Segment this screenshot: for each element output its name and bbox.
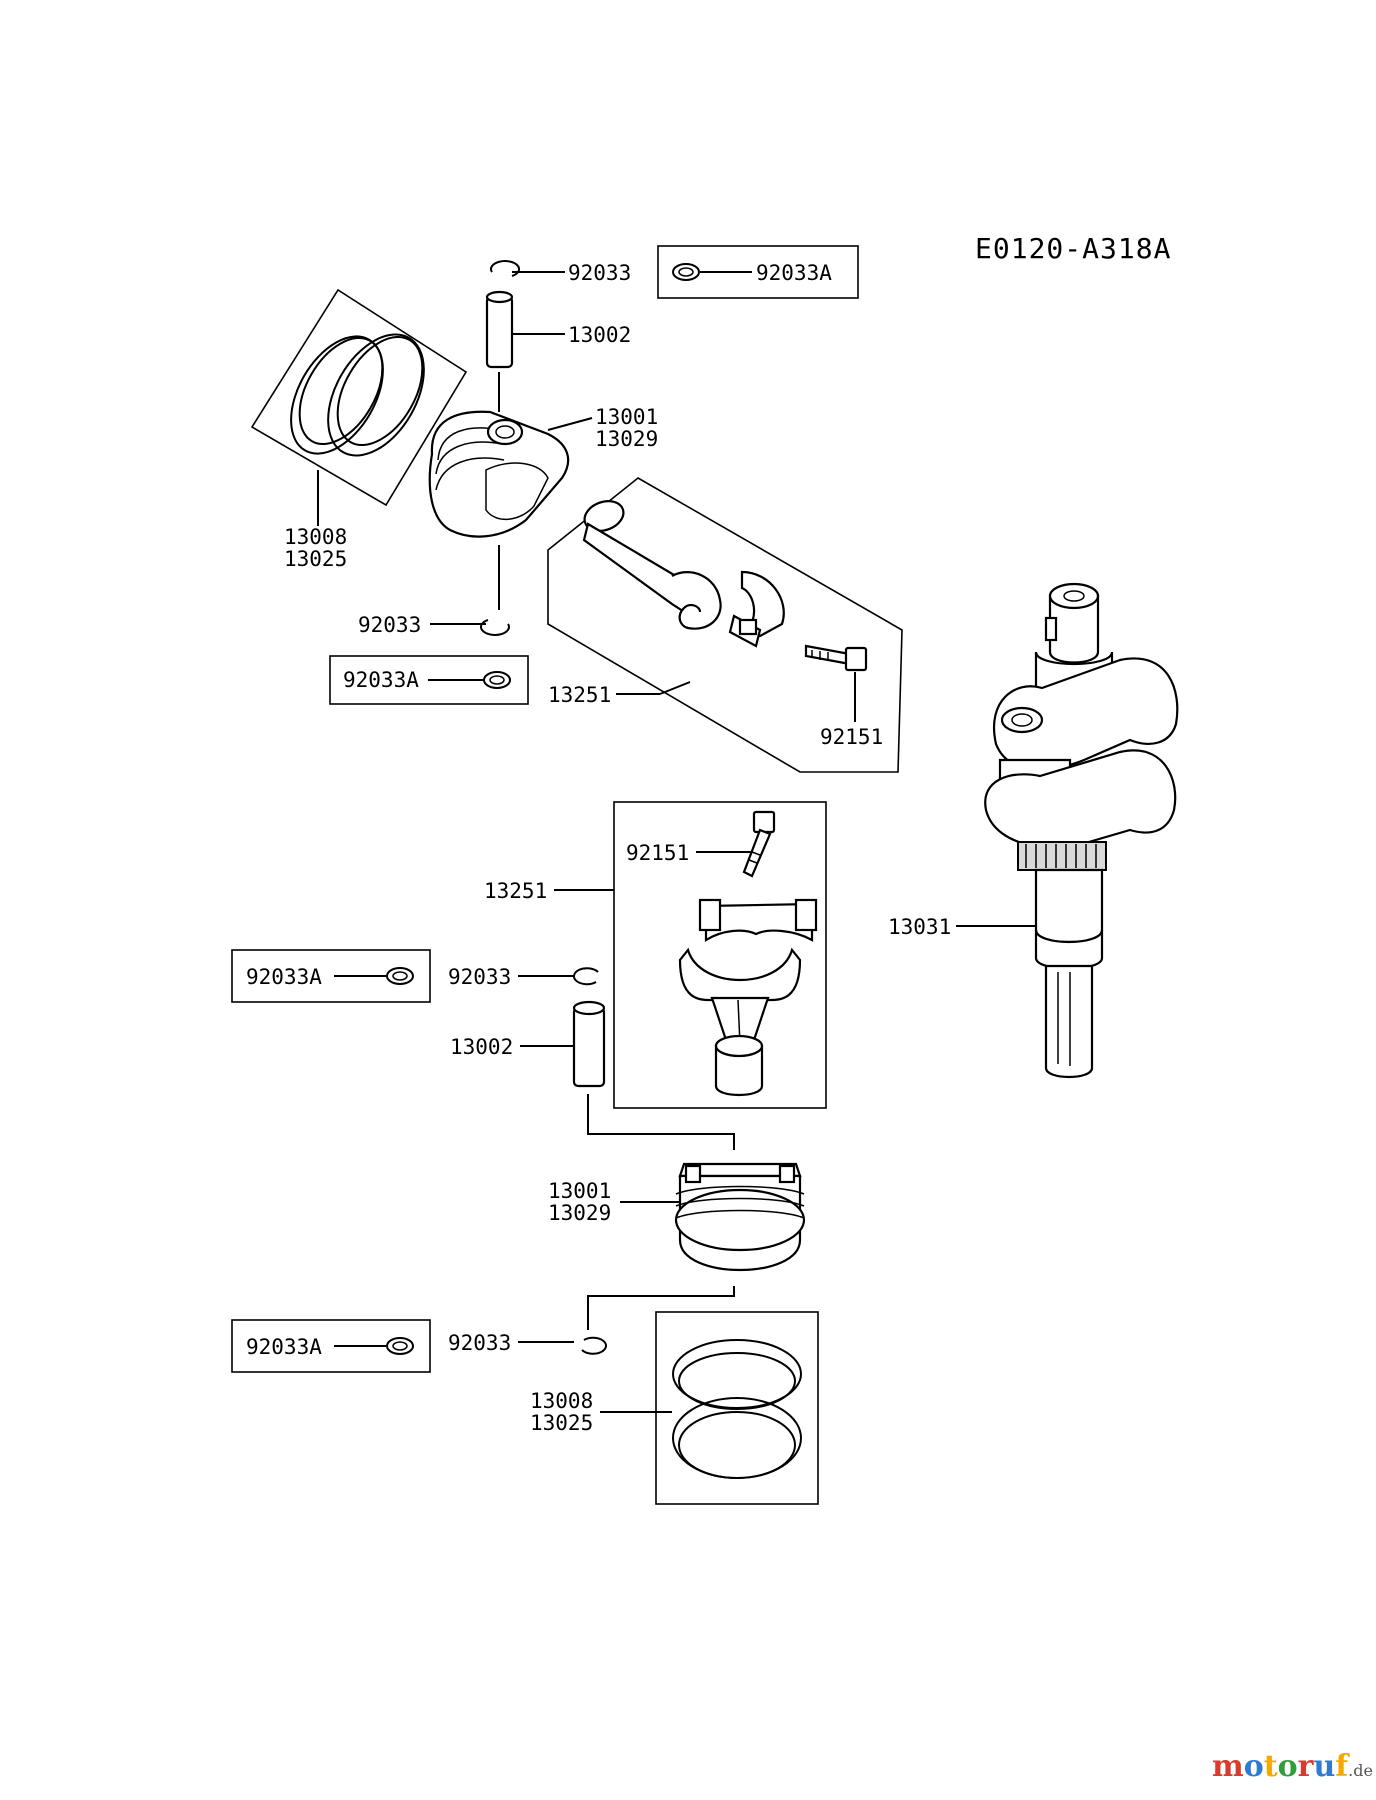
snap-ring-mid[interactable]: [479, 619, 510, 636]
alt-part-box-lower: [231, 949, 431, 1003]
alt-part-box-top: [657, 245, 859, 299]
rod-bolt-top[interactable]: [804, 644, 868, 672]
leader-rod-top-b: [659, 681, 691, 695]
alt-part-box-mid: [329, 655, 529, 705]
piston-pin-top[interactable]: [485, 290, 514, 369]
snap-ring-lower[interactable]: [573, 967, 599, 986]
label-clip-bottom-alt[interactable]: 92033A: [246, 1335, 322, 1359]
label-clip-mid[interactable]: 92033: [358, 613, 421, 637]
label-rings-top-b[interactable]: 13025: [284, 547, 347, 571]
watermark-letter: f: [1335, 1749, 1350, 1784]
diagram-code: E0120-A318A: [975, 232, 1171, 265]
snap-ring-alt-top[interactable]: [672, 263, 700, 281]
label-pin-top[interactable]: 13002: [568, 323, 631, 347]
label-rings-lower-a[interactable]: 13008: [530, 1389, 593, 1413]
label-pin-lower[interactable]: 13002: [450, 1035, 513, 1059]
alt-part-box-bottom: [231, 1319, 431, 1373]
piston-lower[interactable]: [674, 1162, 806, 1271]
rod-bolt-lower[interactable]: [742, 810, 776, 878]
watermark-suffix: .de: [1348, 1761, 1373, 1780]
label-rod-lower[interactable]: 13251: [484, 879, 547, 903]
label-rings-lower-b[interactable]: 13025: [530, 1411, 593, 1435]
watermark-letter: m: [1212, 1749, 1244, 1784]
watermark-letter: u: [1313, 1749, 1335, 1784]
connecting-rod-lower[interactable]: [678, 898, 818, 1096]
piston-rings-top[interactable]: [272, 318, 444, 472]
svg-text:motoruf.de: motoruf.de: [1212, 1749, 1373, 1784]
label-clip-top-alt[interactable]: 92033A: [756, 261, 832, 285]
rod-box-top: [547, 477, 903, 773]
label-bolt-top[interactable]: 92151: [820, 725, 883, 749]
watermark-letter: o: [1278, 1749, 1298, 1784]
label-rod-top[interactable]: 13251: [548, 683, 611, 707]
label-piston-lower-a[interactable]: 13001: [548, 1179, 611, 1203]
rings-box-lower: [655, 1311, 819, 1505]
label-piston-top-b[interactable]: 13029: [595, 427, 658, 451]
label-piston-lower-b[interactable]: 13029: [548, 1201, 611, 1225]
leader-pin-to-piston-lower: [587, 1094, 735, 1150]
label-clip-top[interactable]: 92033: [568, 261, 631, 285]
leader-piston-to-clip-lower: [587, 1286, 735, 1330]
label-clip-bottom[interactable]: 92033: [448, 1331, 511, 1355]
snap-ring-alt-mid[interactable]: [483, 671, 511, 689]
rings-box-top: [250, 288, 468, 507]
label-clip-lower-alt[interactable]: 92033A: [246, 965, 322, 989]
leader-piston-top: [547, 417, 593, 431]
watermark-letter: o: [1244, 1749, 1264, 1784]
label-clip-lower[interactable]: 92033: [448, 965, 511, 989]
label-piston-top-a[interactable]: 13001: [595, 405, 658, 429]
watermark-logo: motoruf.de: [1212, 1749, 1373, 1784]
snap-ring-alt-bottom[interactable]: [386, 1337, 414, 1355]
rod-box-lower: [613, 801, 827, 1109]
label-bolt-lower[interactable]: 92151: [626, 841, 689, 865]
piston-pin-lower[interactable]: [572, 1000, 606, 1088]
piston-top[interactable]: [428, 410, 570, 538]
snap-ring-alt-lower[interactable]: [386, 967, 414, 985]
snap-ring-top[interactable]: [490, 260, 521, 277]
piston-rings-lower[interactable]: [672, 1339, 802, 1479]
snap-ring-bottom[interactable]: [581, 1336, 607, 1355]
connecting-rod-top[interactable]: [580, 496, 785, 648]
crankshaft[interactable]: [984, 582, 1179, 1078]
label-clip-mid-alt[interactable]: 92033A: [343, 668, 419, 692]
label-crankshaft[interactable]: 13031: [888, 915, 951, 939]
watermark-letter: t: [1264, 1749, 1278, 1784]
watermark-letter: r: [1298, 1749, 1315, 1784]
label-rings-top-a[interactable]: 13008: [284, 525, 347, 549]
